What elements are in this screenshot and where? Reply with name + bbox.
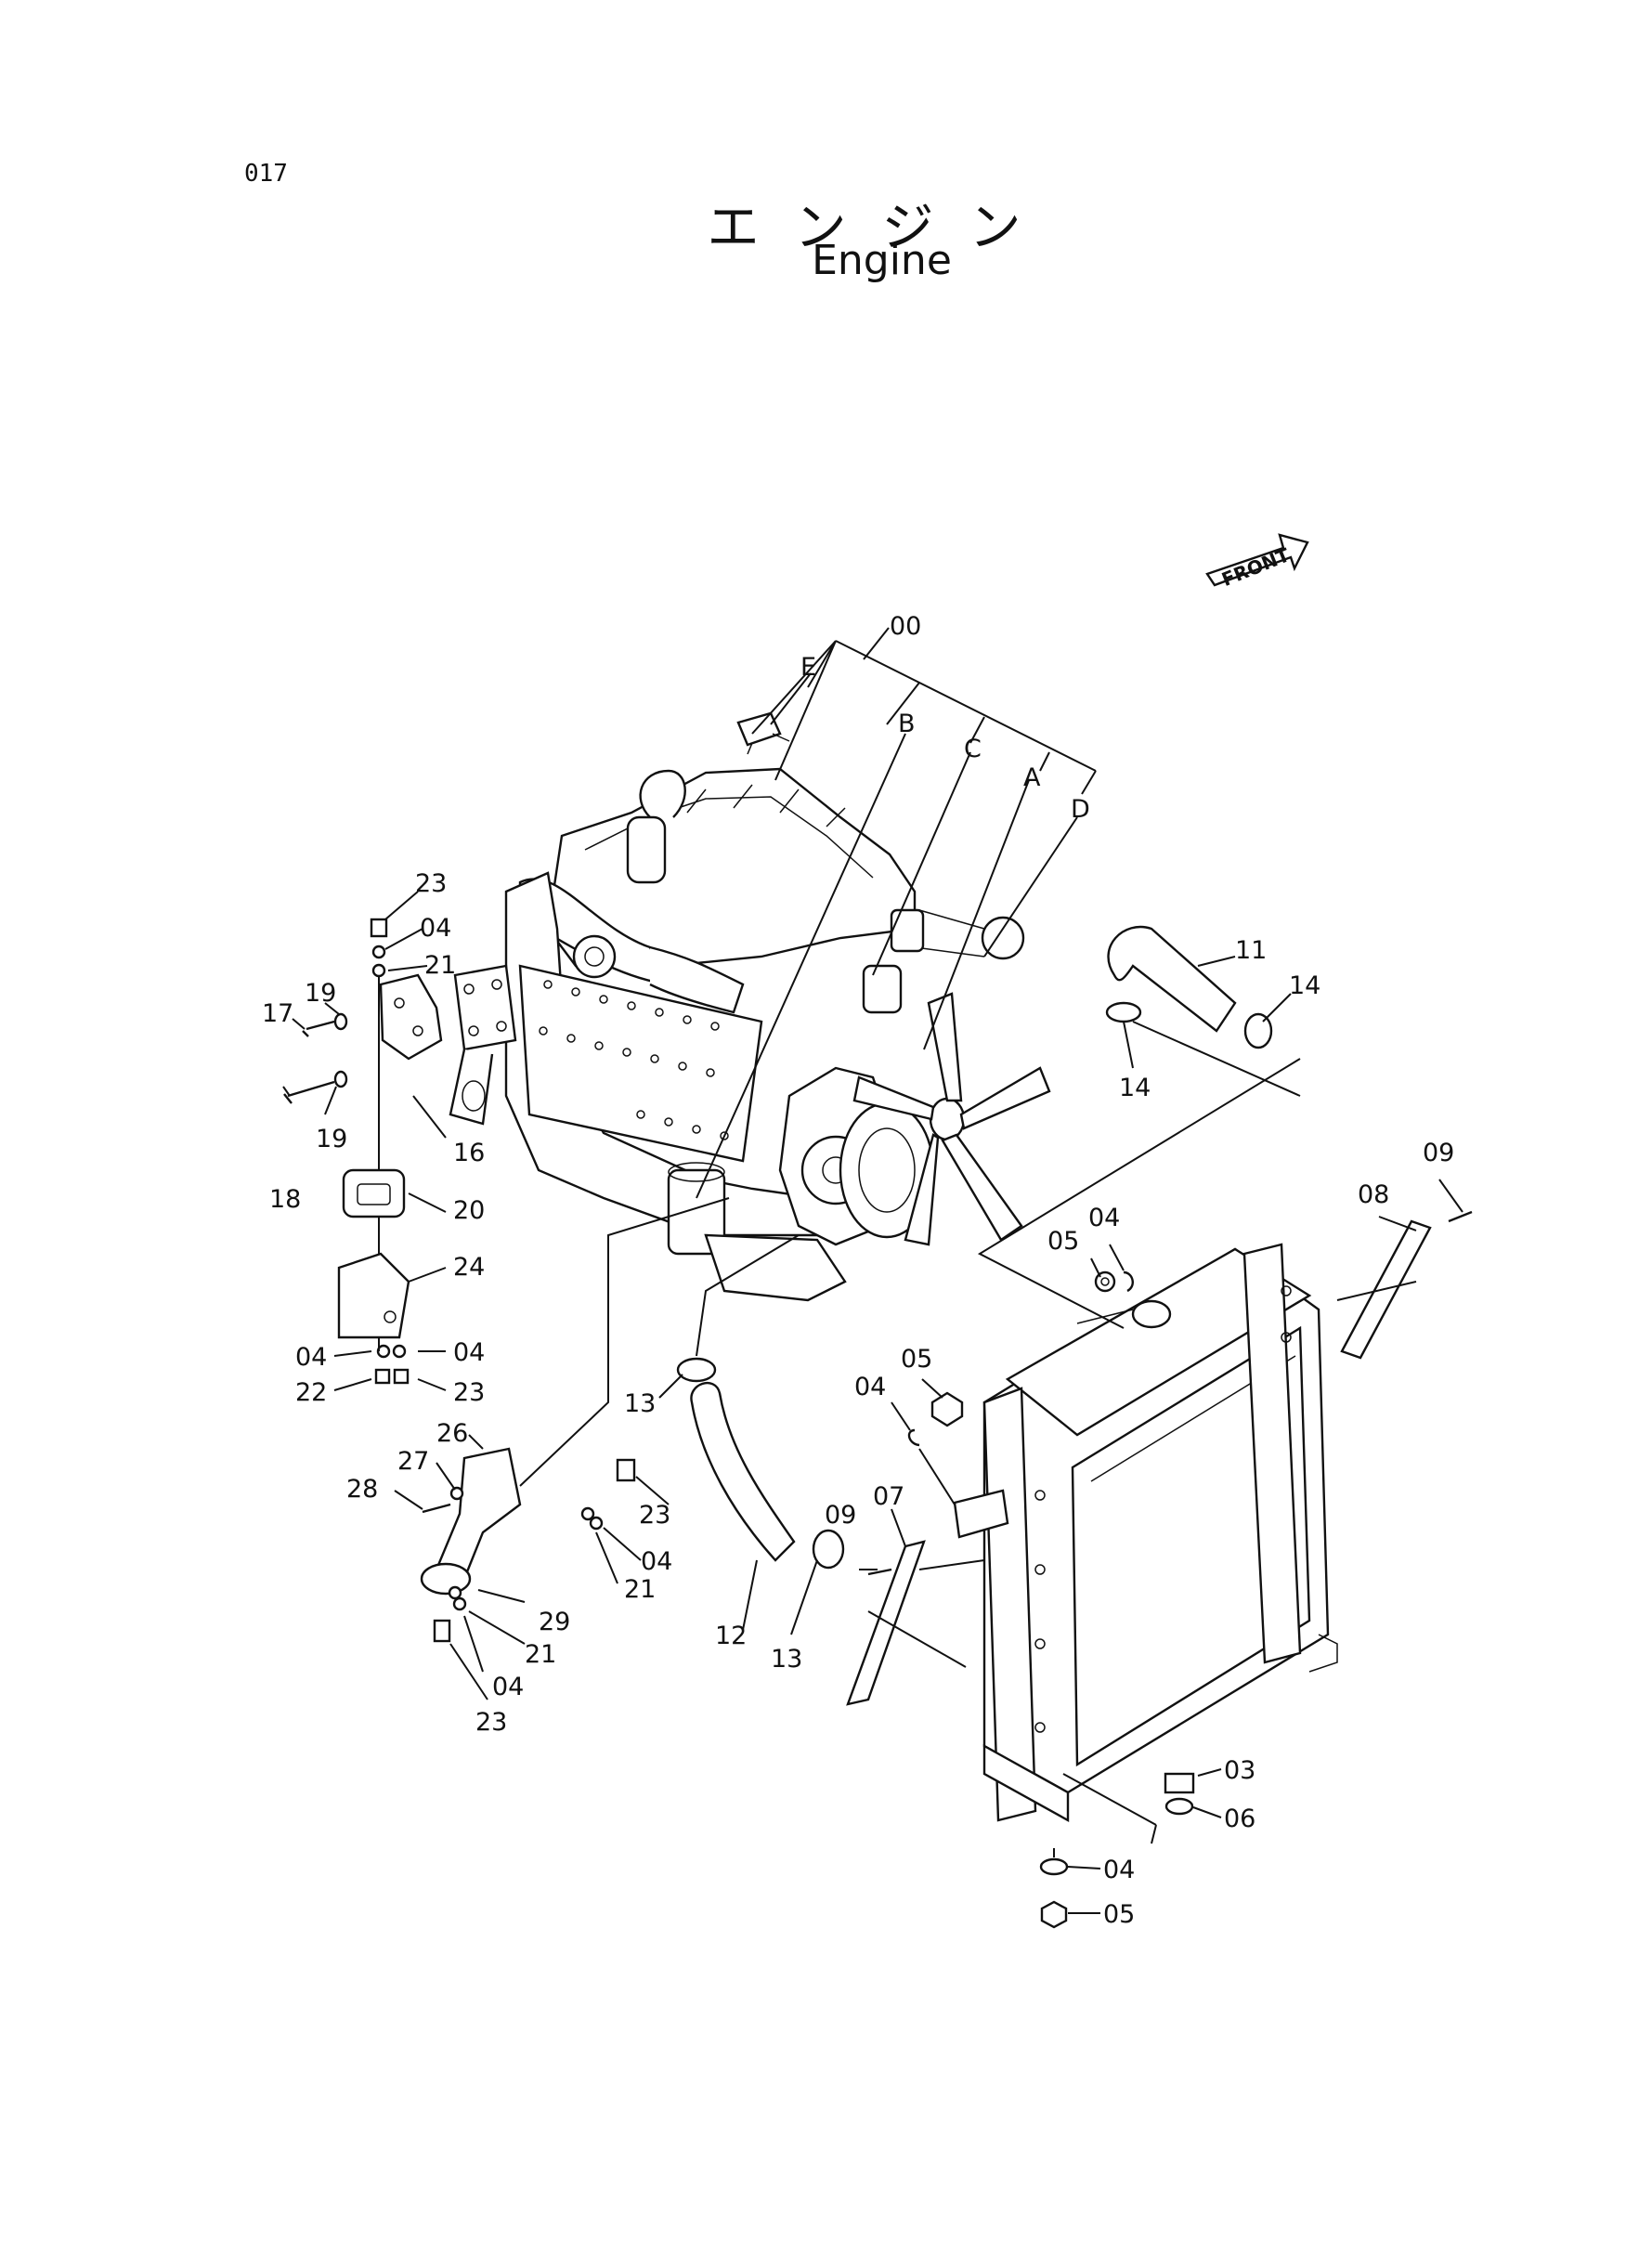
engine-assembly: [449, 767, 1051, 1302]
callout-04-left: 04: [295, 1343, 327, 1372]
callout-18: 18: [269, 1185, 301, 1214]
callout-27: 27: [397, 1447, 429, 1476]
callout-21-lower: 21: [525, 1640, 556, 1669]
front-arrow-icon: FRONT: [1205, 533, 1309, 591]
callout-20: 20: [453, 1196, 485, 1225]
callout-04-elbow: 04: [641, 1547, 672, 1576]
front-label: FRONT: [1218, 543, 1293, 591]
fan-icon: [852, 992, 1051, 1246]
callout-08: 08: [1358, 1180, 1389, 1209]
page-number: 017: [244, 160, 288, 188]
hardware-icons: [867, 1210, 1473, 1929]
callout-12: 12: [715, 1622, 747, 1650]
lower-hose-12: [690, 1382, 796, 1562]
callout-13-upper: 13: [624, 1389, 656, 1418]
callout-29: 29: [539, 1608, 570, 1636]
callout-19-upper: 19: [305, 979, 336, 1008]
callout-21-top: 21: [424, 951, 456, 980]
callout-23-mount: 23: [453, 1378, 485, 1407]
callout-04-right: 04: [453, 1338, 485, 1367]
callout-14-lower: 14: [1119, 1074, 1151, 1102]
callout-21-elbow: 21: [624, 1575, 656, 1604]
callout-23-elbow: 23: [639, 1501, 670, 1530]
callout-labels: 00 E B C A D 11 14 14 09 08 04 05 05 04 …: [262, 612, 1454, 1929]
callout-05-mid: 05: [901, 1345, 932, 1374]
engine-mount-parts: [283, 918, 443, 1385]
callout-06: 06: [1224, 1804, 1255, 1833]
callout-22: 22: [295, 1378, 327, 1407]
callout-13-lower: 13: [771, 1645, 802, 1674]
callout-09-left: 09: [825, 1501, 856, 1530]
injector-part-e: [736, 711, 790, 755]
callout-14-right: 14: [1289, 971, 1320, 1000]
callout-11: 11: [1235, 936, 1267, 965]
callout-07: 07: [873, 1482, 904, 1511]
callout-19-lower: 19: [316, 1125, 347, 1153]
callout-03: 03: [1224, 1756, 1255, 1785]
callout-00: 00: [890, 612, 921, 641]
callout-e: E: [800, 653, 816, 682]
callout-09-right: 09: [1423, 1139, 1454, 1167]
upper-hose-11: [1107, 926, 1237, 1033]
callout-04-radiator: 04: [1088, 1204, 1120, 1232]
stay-07: [846, 1540, 926, 1706]
callout-28: 28: [346, 1475, 378, 1504]
title-japanese: エンジン: [707, 198, 1057, 258]
callout-23-top: 23: [415, 869, 447, 898]
callout-04-bottom: 04: [1103, 1856, 1135, 1884]
callout-04-lower: 04: [492, 1673, 524, 1701]
callout-d: D: [1071, 795, 1090, 824]
callout-24: 24: [453, 1253, 485, 1282]
title-english: Engine: [812, 237, 952, 284]
callout-c: C: [964, 735, 982, 763]
radiator-assembly: [953, 1243, 1338, 1823]
callout-23-lower: 23: [475, 1708, 507, 1737]
callout-17: 17: [262, 999, 293, 1028]
callout-04-top: 04: [420, 914, 451, 943]
callout-26: 26: [436, 1419, 468, 1448]
callout-04-mid: 04: [854, 1373, 886, 1401]
callout-16: 16: [453, 1139, 485, 1167]
callout-b: B: [898, 710, 916, 738]
elbow-assembly: [420, 1447, 636, 1643]
leader-lines: [282, 627, 1463, 1914]
callout-a: A: [1023, 763, 1041, 792]
callout-05-radiator: 05: [1047, 1227, 1079, 1256]
callout-05-bottom: 05: [1103, 1900, 1135, 1929]
